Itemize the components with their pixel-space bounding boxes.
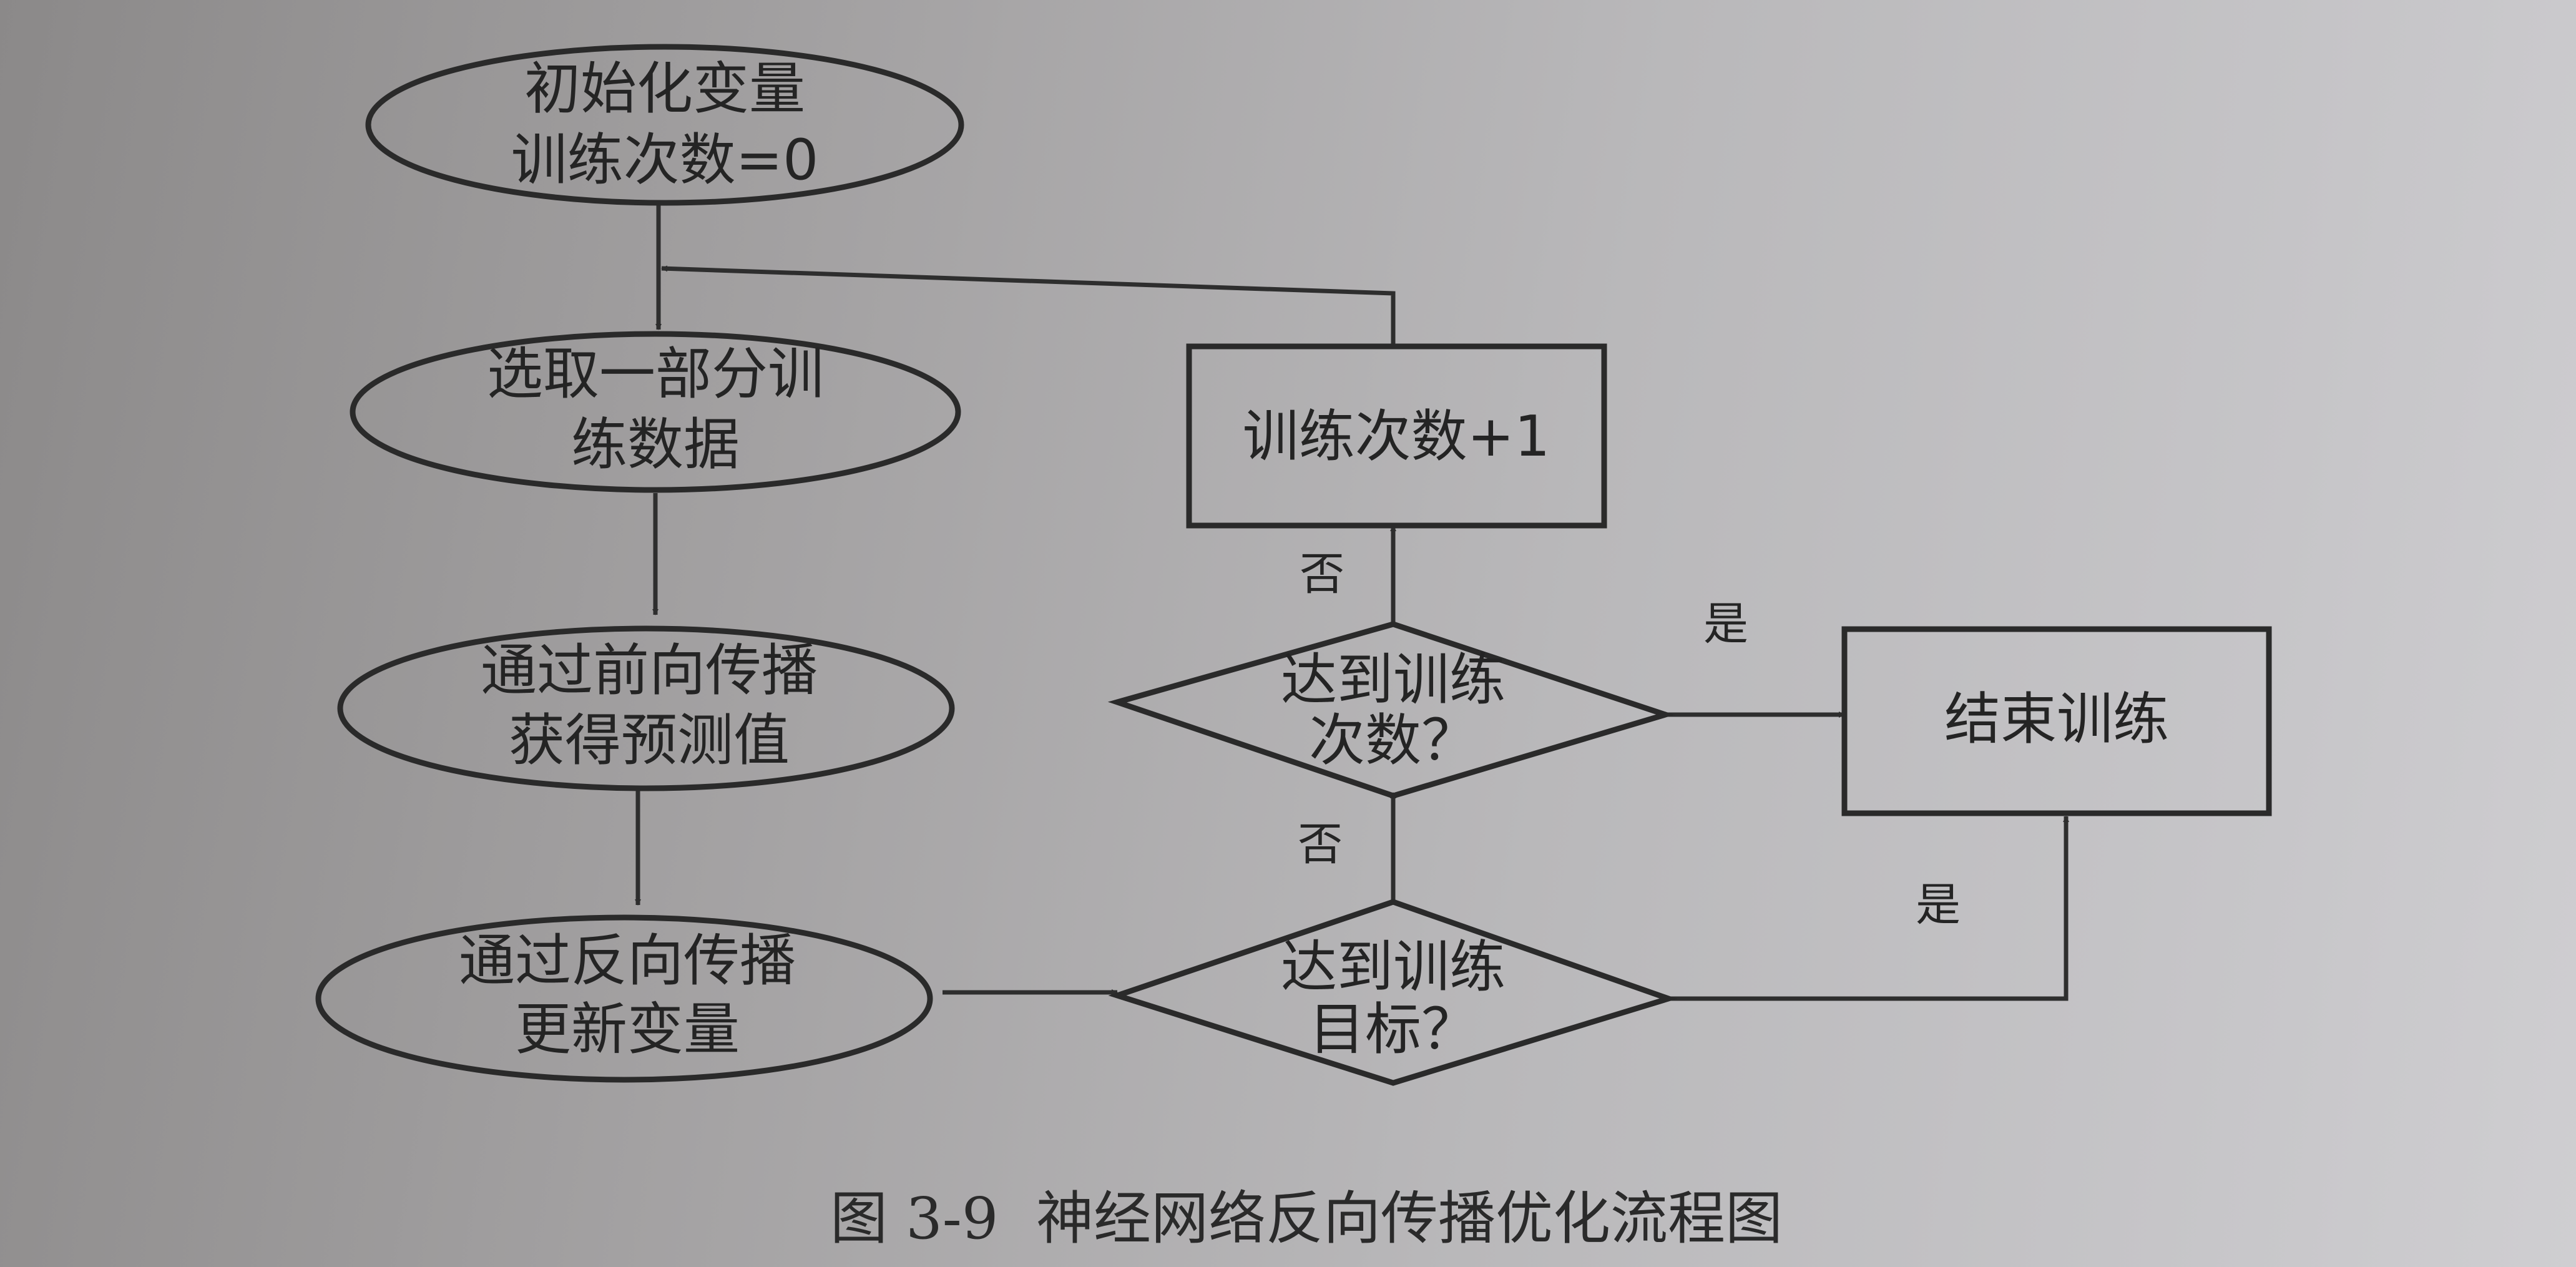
node-init-shape [365, 44, 964, 206]
node-forward-shape [337, 625, 955, 791]
edge-label-goal-no: 否 [1298, 818, 1343, 871]
node-forward: 通过前向传播 获得预测值 [337, 625, 955, 791]
node-check-count-line2: 次数？ [1309, 708, 1477, 773]
edge-label-count-yes: 是 [1703, 598, 1748, 650]
edge-label-goal-yes: 是 [1916, 879, 1961, 931]
node-select-line2: 练数据 [571, 412, 740, 477]
edge-goal-to-end [1668, 816, 2069, 1001]
figure-caption: 图 3-9 神经网络反向传播优化流程图 [830, 1185, 1783, 1252]
node-backward-line2: 更新变量 [515, 997, 740, 1062]
node-backward: 通过反向传播 更新变量 [315, 914, 933, 1083]
node-backward-shape [315, 914, 933, 1083]
node-increment: 训练次数+1 [1186, 343, 1607, 529]
node-forward-line2: 获得预测值 [509, 708, 790, 773]
edges [635, 203, 2069, 1001]
node-check-goal-shape [1108, 899, 1678, 1086]
node-increment-shape [1186, 343, 1607, 529]
node-check-count-line1: 达到训练 [1281, 647, 1506, 713]
node-init-line1: 初始化变量 [524, 56, 805, 122]
node-check-goal-line1: 达到训练 [1281, 934, 1506, 1000]
node-select-shape [350, 331, 961, 493]
figure-title: 神经网络反向传播优化流程图 [1036, 1185, 1783, 1252]
node-check-goal-line2: 目标？ [1309, 997, 1477, 1062]
node-select-line1: 选取一部分训 [487, 341, 824, 407]
node-check-count: 达到训练 次数？ [1107, 621, 1675, 799]
node-init: 初始化变量 训练次数=0 [365, 44, 964, 206]
node-end-shape [1841, 626, 2272, 816]
node-check-goal: 达到训练 目标？ [1108, 899, 1678, 1086]
node-check-count-shape [1107, 621, 1675, 799]
edge-label-count-no: 否 [1300, 548, 1344, 600]
node-end-label: 结束训练 [1944, 687, 2169, 752]
figure-number: 图 3-9 [830, 1185, 998, 1252]
node-init-line2: 训练次数=0 [511, 127, 819, 193]
node-increment-label: 训练次数+1 [1243, 404, 1550, 469]
node-select: 选取一部分训 练数据 [350, 331, 961, 493]
edge-increment-loop-back [661, 265, 1396, 346]
node-backward-line1: 通过反向传播 [459, 928, 796, 994]
node-forward-line1: 通过前向传播 [481, 638, 818, 703]
node-end: 结束训练 [1841, 626, 2272, 816]
